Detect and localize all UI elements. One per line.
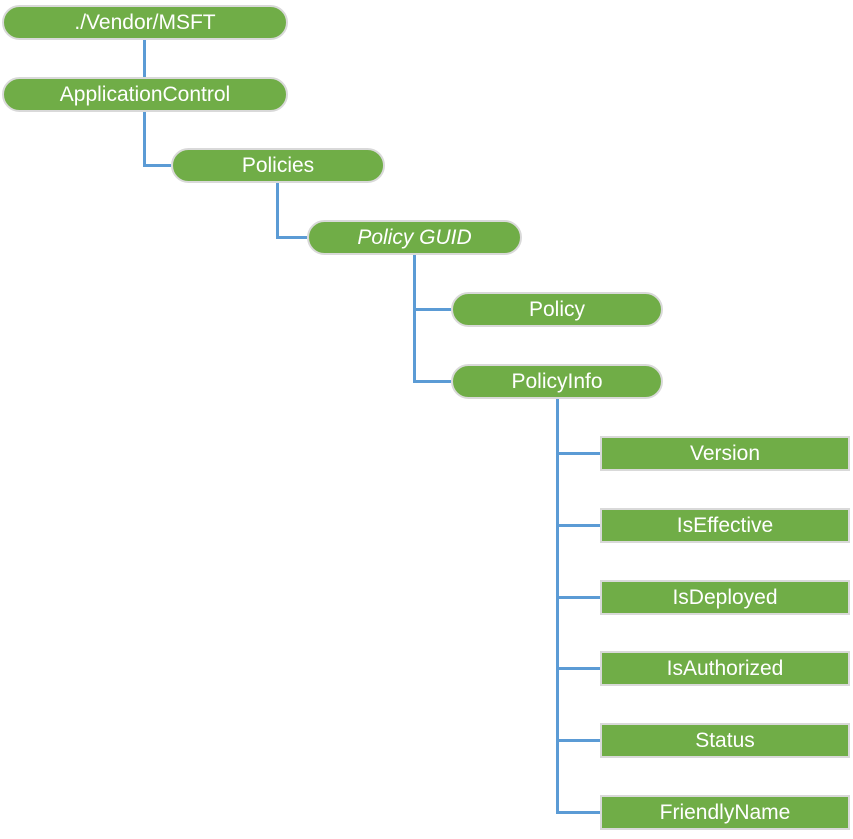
- node-policy: Policy: [451, 292, 663, 327]
- connector-vendor-to-applicationcontrol: [143, 40, 146, 78]
- node-policies: Policies: [171, 148, 385, 183]
- node-status: Status: [600, 723, 850, 758]
- connector-policies-to-policyguid-vertical: [276, 183, 279, 239]
- connector-policyinfo-to-status: [556, 739, 600, 742]
- node-friendly-name: FriendlyName: [600, 795, 850, 830]
- node-is-effective: IsEffective: [600, 508, 850, 543]
- node-version: Version: [600, 436, 850, 471]
- connector-policies-to-policyguid-horizontal: [276, 236, 307, 239]
- node-vendor-msft: ./Vendor/MSFT: [2, 5, 288, 40]
- connector-policyinfo-to-friendlyname: [556, 811, 600, 814]
- node-is-deployed: IsDeployed: [600, 580, 850, 615]
- connector-applicationcontrol-to-policies-horizontal: [143, 164, 171, 167]
- node-application-control: ApplicationControl: [2, 77, 288, 112]
- node-policy-guid: Policy GUID: [307, 220, 522, 255]
- connector-policyinfo-to-isauthorized: [556, 667, 600, 670]
- connector-policyinfo-trunk: [556, 399, 559, 814]
- connector-policyguid-trunk: [413, 255, 416, 383]
- node-is-authorized: IsAuthorized: [600, 651, 850, 686]
- node-policy-info: PolicyInfo: [451, 364, 663, 399]
- connector-policyinfo-to-version: [556, 452, 600, 455]
- connector-applicationcontrol-to-policies-vertical: [143, 112, 146, 167]
- connector-policyguid-to-policy: [413, 308, 451, 311]
- connector-policyguid-to-policyinfo: [413, 380, 451, 383]
- connector-policyinfo-to-isdeployed: [556, 596, 600, 599]
- connector-policyinfo-to-iseffective: [556, 524, 600, 527]
